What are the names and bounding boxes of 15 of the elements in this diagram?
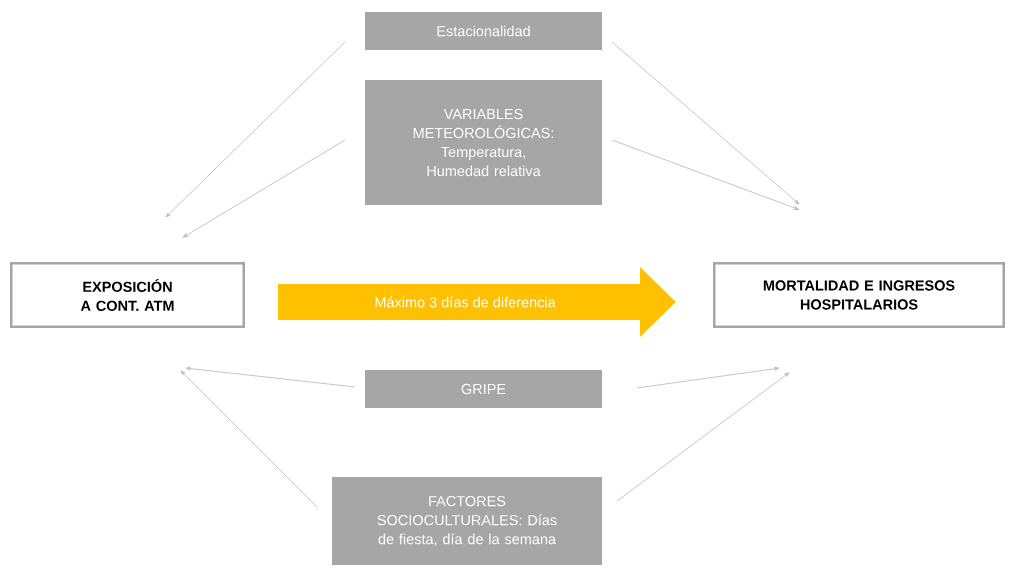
arrow <box>616 372 790 502</box>
arrow <box>180 370 318 508</box>
factor-box: GRIPE <box>365 370 602 408</box>
arrow <box>611 41 800 205</box>
arrow <box>182 139 346 238</box>
factor-box: Estacionalidad <box>365 12 602 50</box>
arrow <box>611 139 800 210</box>
arrow <box>185 366 356 388</box>
arrow <box>165 41 346 218</box>
arrow <box>636 366 780 389</box>
edge-label: Máximo 3 días de diferencia <box>375 296 556 308</box>
factor-box: FACTORES SOCIOCULTURALES: Días de fiesta, día de la semana <box>332 477 602 565</box>
variable-box: EXPOSICIÓN A CONT. ATM <box>10 262 245 328</box>
variable-box: MORTALIDAD E INGRESOS HOSPITALARIOS <box>713 262 1005 328</box>
factor-box: VARIABLES METEOROLÓGICAS: Temperatura, Humedad relativa <box>365 80 602 205</box>
